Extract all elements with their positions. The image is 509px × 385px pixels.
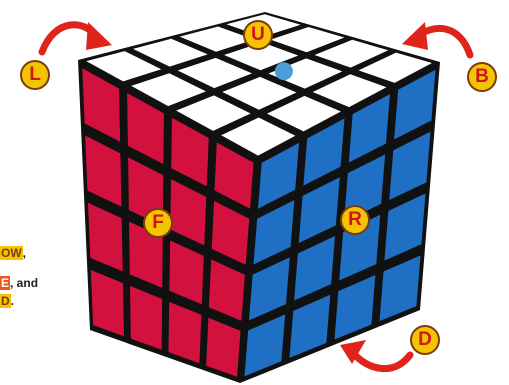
label-right: R [340,205,370,235]
arrow-back-head-icon [402,22,428,50]
label-left: L [20,60,50,90]
side-text-line2-rest: , and [10,276,38,290]
label-up: U [243,20,273,50]
cube-logo-icon [275,62,293,80]
side-text-line3-rest: . [11,294,14,308]
side-text-line2-highlight: E [0,276,10,290]
side-text-line1-rest: , [23,246,26,260]
side-text-line3-highlight: D [0,294,11,308]
arrow-left-head-icon [86,22,112,50]
side-text-line1-highlight: OW [0,246,23,260]
label-down: D [410,325,440,355]
label-front: F [143,208,173,238]
cube-4x4 [78,12,440,383]
side-text-line1: OW, [0,246,26,260]
side-text-line3: D. [0,294,14,308]
arrow-down-turn-icon [352,352,410,369]
label-back: B [467,62,497,92]
side-text-line2: E, and [0,276,38,290]
